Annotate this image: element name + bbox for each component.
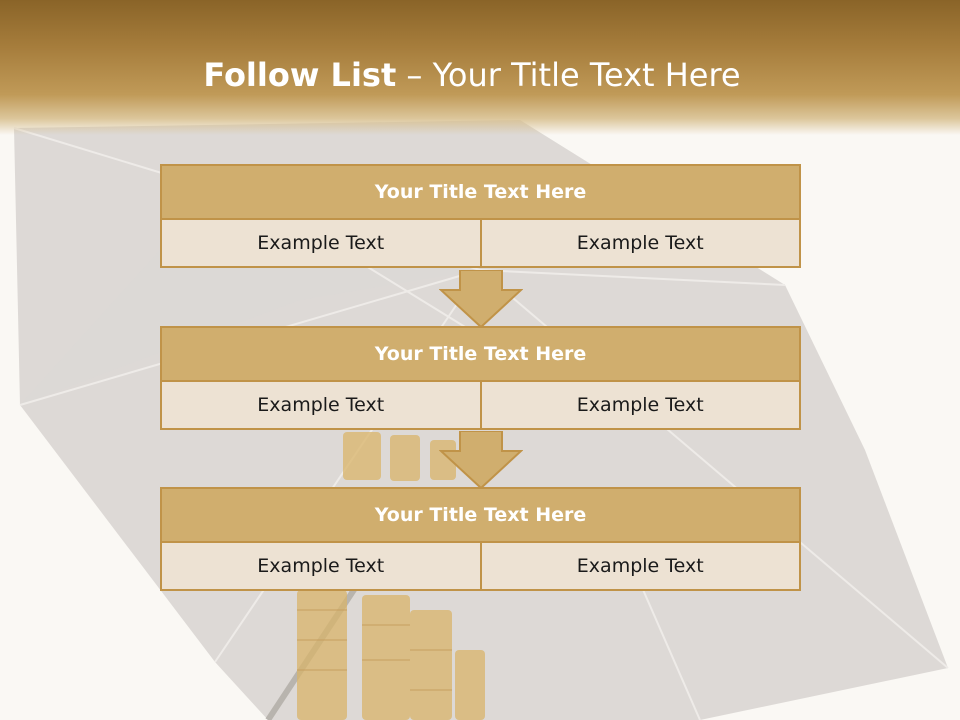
block-cell-right: Example Text xyxy=(479,218,801,268)
block-cell-right: Example Text xyxy=(479,541,801,591)
list-block-2: Your Title Text Here Example Text Exampl… xyxy=(160,326,801,430)
block-title: Your Title Text Here xyxy=(160,326,801,382)
down-arrow-icon xyxy=(439,270,523,329)
slide-title-bold: Follow List xyxy=(203,56,397,94)
block-title: Your Title Text Here xyxy=(160,164,801,220)
block-row: Example Text Example Text xyxy=(160,380,801,430)
list-block-3: Your Title Text Here Example Text Exampl… xyxy=(160,487,801,591)
block-cell-left: Example Text xyxy=(160,218,482,268)
down-arrow-icon xyxy=(439,431,523,490)
block-title: Your Title Text Here xyxy=(160,487,801,543)
header-band xyxy=(0,0,960,135)
block-cell-right: Example Text xyxy=(479,380,801,430)
slide-title: Follow List – Your Title Text Here xyxy=(0,55,944,95)
block-cell-left: Example Text xyxy=(160,380,482,430)
block-row: Example Text Example Text xyxy=(160,541,801,591)
block-cell-left: Example Text xyxy=(160,541,482,591)
gold-coin-stacks xyxy=(297,432,485,720)
list-block-1: Your Title Text Here Example Text Exampl… xyxy=(160,164,801,268)
slide-title-rest: – Your Title Text Here xyxy=(396,56,741,94)
block-row: Example Text Example Text xyxy=(160,218,801,268)
